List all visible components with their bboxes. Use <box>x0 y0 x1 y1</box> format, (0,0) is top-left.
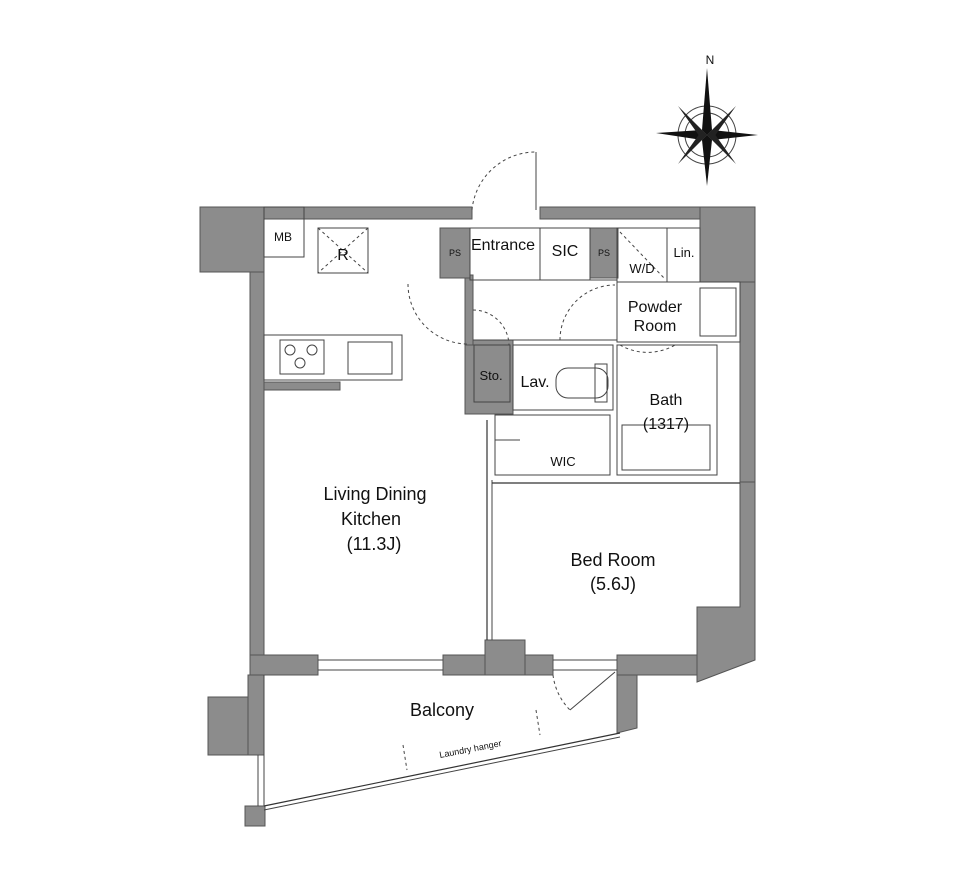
label-powder-room-line2: Room <box>634 318 677 335</box>
label-bath: Bath <box>650 392 683 409</box>
label-storage: Sto. <box>479 368 502 383</box>
label-ps-1: PS <box>449 248 461 258</box>
label-linen: Lin. <box>674 245 695 260</box>
label-ldk-size: (11.3J) <box>347 534 402 554</box>
label-ldk-line1: Living Dining <box>323 484 426 504</box>
toilet-icon <box>555 363 609 403</box>
kitchen-stove-icon <box>284 344 318 369</box>
compass-north-label: N <box>706 53 715 67</box>
label-wic: WIC <box>550 454 575 469</box>
label-bedroom-size: (5.6J) <box>590 574 636 594</box>
label-powder-room-line1: Powder <box>628 299 683 316</box>
label-sic: SIC <box>552 243 579 260</box>
label-bedroom: Bed Room <box>570 550 655 570</box>
walls <box>199 206 756 827</box>
label-fridge: R <box>337 247 349 264</box>
label-mb: MB <box>274 230 292 244</box>
compass-rose-icon <box>656 68 758 186</box>
door-swings <box>407 151 676 711</box>
label-ps-2: PS <box>598 248 610 258</box>
label-balcony: Balcony <box>410 700 474 720</box>
interior-partitions <box>263 206 741 671</box>
balcony-outline <box>257 675 621 811</box>
label-wd: W/D <box>629 261 654 276</box>
label-entrance: Entrance <box>471 237 535 254</box>
label-lavatory: Lav. <box>520 374 549 391</box>
label-bath-size: (1317) <box>643 416 689 433</box>
label-ldk-line2: Kitchen <box>341 509 401 529</box>
label-laundry-hanger: Laundry hanger <box>439 738 503 760</box>
